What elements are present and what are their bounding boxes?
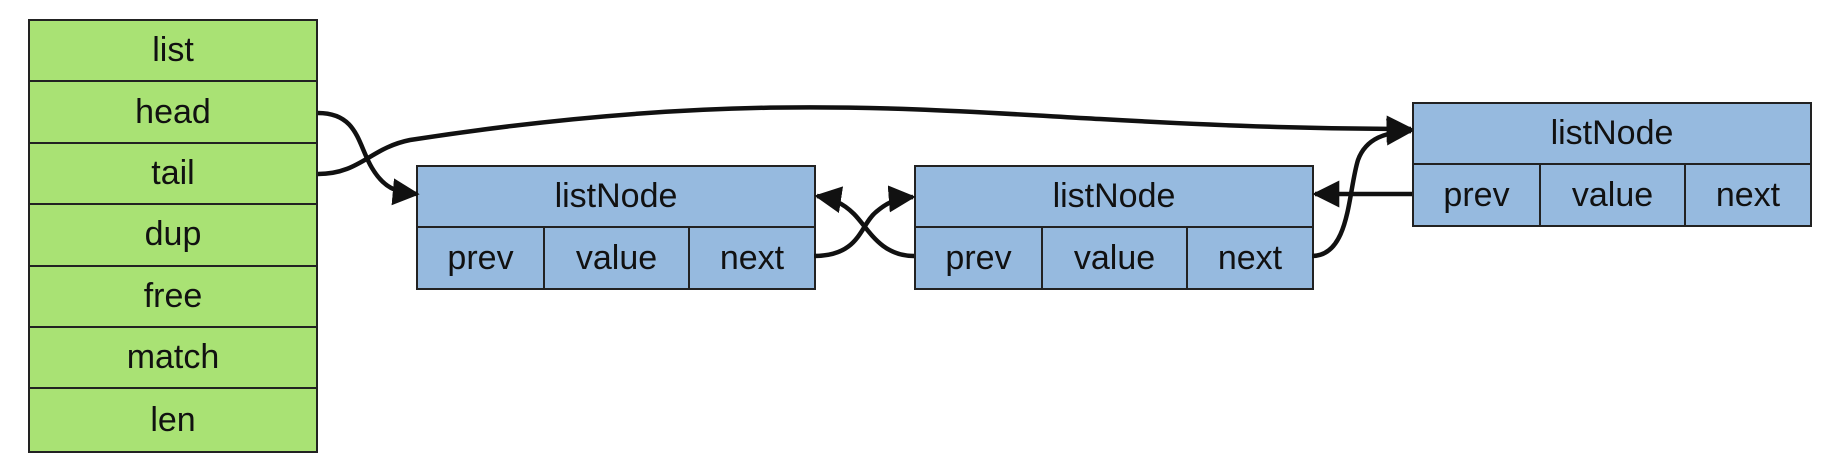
node-field-value: value (545, 228, 690, 288)
node2-next-arrow (1311, 118, 1414, 259)
list-node-title: listNode (418, 167, 814, 228)
list-field-head: head (30, 82, 316, 144)
list-node-3: listNode prev value next (1412, 102, 1812, 227)
list-node-title: listNode (916, 167, 1312, 228)
node-field-value: value (1541, 165, 1686, 225)
list-field-free: free (30, 267, 316, 328)
list-struct: list head tail dup free match len (28, 19, 318, 453)
tail-pointer-arrow (317, 105, 1414, 177)
list-field-tail: tail (30, 144, 316, 206)
list-node-1: listNode prev value next (416, 165, 816, 290)
list-field-match: match (30, 328, 316, 390)
node1-next-arrow (813, 185, 916, 259)
node-field-next: next (1217, 238, 1283, 277)
node-field-prev: prev (916, 228, 1043, 288)
list-field-dup: dup (30, 205, 316, 267)
node-field-next: next (1715, 175, 1781, 214)
node-field-prev: prev (418, 228, 545, 288)
list-struct-title: list (30, 21, 316, 83)
node-field-next: next (719, 238, 785, 277)
node2-prev-arrow (814, 186, 915, 259)
list-field-len: len (150, 400, 196, 439)
list-node-2: listNode prev value next (914, 165, 1314, 290)
head-pointer-arrow (317, 110, 420, 206)
list-node-title: listNode (1414, 104, 1810, 165)
node-field-prev: prev (1414, 165, 1541, 225)
node-field-value: value (1043, 228, 1188, 288)
